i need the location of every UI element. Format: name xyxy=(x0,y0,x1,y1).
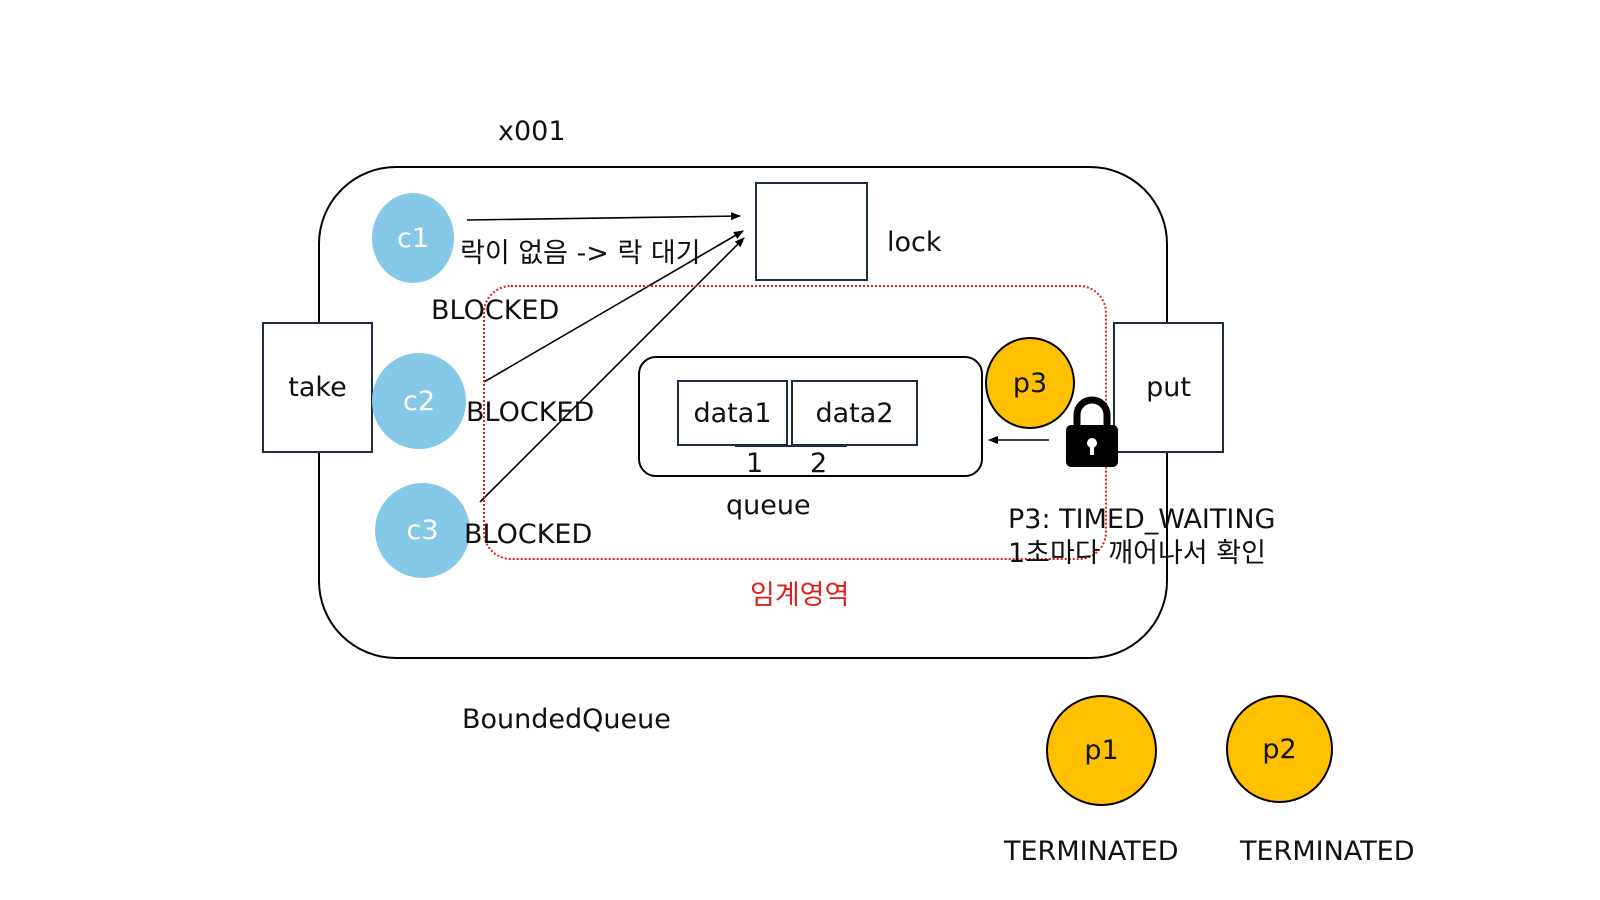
take-label: take xyxy=(288,372,347,403)
consumer-c3-label: c3 xyxy=(406,515,439,546)
consumer-c2-label: c2 xyxy=(402,385,436,417)
producer-p2: p2 xyxy=(1226,695,1333,803)
c1-state-label: BLOCKED xyxy=(431,295,560,326)
c3-state-label: BLOCKED xyxy=(464,519,593,550)
no-lock-note: 락이 없음 -> 락 대기 xyxy=(460,238,701,269)
queue-cell-1: data1 xyxy=(677,380,788,446)
take-method-box: take xyxy=(262,322,373,453)
c2-to-lock-arrow xyxy=(483,230,744,383)
queue-index-underline xyxy=(735,445,847,447)
queue-index-2: 2 xyxy=(810,448,828,479)
lock-box xyxy=(755,182,868,281)
producer-p3-label: p3 xyxy=(1012,367,1048,399)
producer-p1-label: p1 xyxy=(1084,735,1119,766)
p2-state-label: TERMINATED xyxy=(1240,836,1415,867)
critical-section-label: 임계영역 xyxy=(750,580,850,611)
lock-label: lock xyxy=(887,227,942,258)
put-label: put xyxy=(1146,372,1191,403)
consumer-c1-label: c1 xyxy=(396,222,430,254)
p1-state-label: TERMINATED xyxy=(1004,836,1179,867)
c2-state-label: BLOCKED xyxy=(466,397,595,428)
consumer-c3: c3 xyxy=(375,483,470,578)
consumer-c1: c1 xyxy=(372,193,454,283)
class-name-label: BoundedQueue xyxy=(462,704,671,735)
c1-to-lock-arrow xyxy=(466,212,741,221)
p3-note: 1초마다 깨어나서 확인 xyxy=(1008,538,1266,569)
put-method-box: put xyxy=(1113,322,1224,453)
producer-p3: p3 xyxy=(985,337,1075,429)
queue-cell-2-text: data2 xyxy=(815,397,894,429)
object-id-label: x001 xyxy=(498,116,566,147)
p3-state-label: P3: TIMED_WAITING xyxy=(1008,504,1276,535)
queue-label: queue xyxy=(726,490,811,521)
c3-to-lock-arrow xyxy=(479,237,745,503)
queue-cell-1-text: data1 xyxy=(693,397,772,429)
consumer-c2: c2 xyxy=(372,353,466,449)
queue-index-1: 1 xyxy=(746,448,764,479)
padlock-icon xyxy=(1066,396,1118,467)
producer-p2-label: p2 xyxy=(1262,733,1297,765)
queue-cell-2: data2 xyxy=(791,380,918,446)
producer-p1: p1 xyxy=(1046,695,1157,806)
